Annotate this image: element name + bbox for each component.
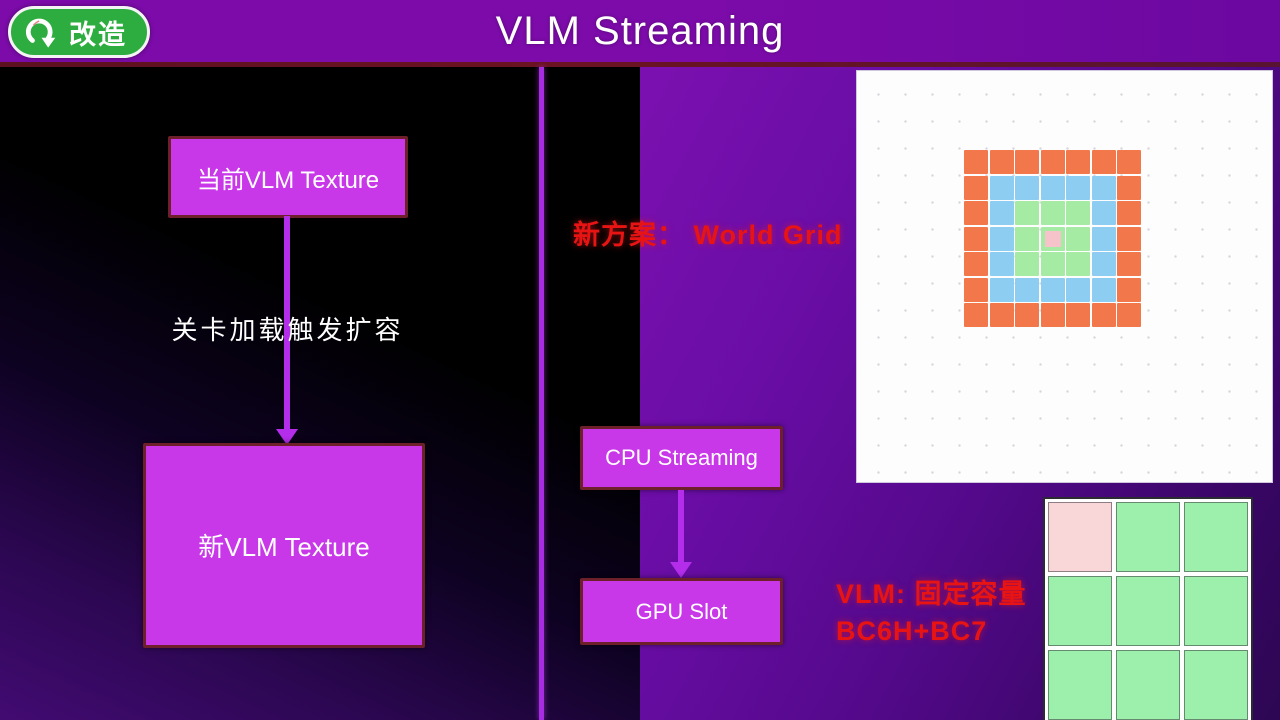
world-grid-cell	[1015, 226, 1039, 251]
down-arrow-middle-head	[670, 562, 692, 578]
world-grid-cell	[1040, 226, 1065, 251]
down-arrow-left-head	[276, 429, 298, 445]
vlm-capacity-cell	[1048, 502, 1112, 572]
world-grid-cell	[989, 201, 1014, 225]
world-grid-cell	[1015, 252, 1039, 276]
down-arrow-left	[284, 216, 290, 431]
world-grid-cell	[989, 226, 1014, 251]
world-grid-cell	[1091, 303, 1116, 327]
world-grid-center-cell	[1044, 230, 1061, 247]
slide-body: 当前VLM Texture 关卡加载触发扩容 新VLM Texture 新方案：…	[0, 67, 1280, 720]
vlm-capacity-cell	[1184, 650, 1248, 720]
world-grid-cell	[1015, 201, 1039, 225]
undo-arrow-icon	[23, 13, 61, 51]
world-grid-cell	[1066, 201, 1090, 225]
refactor-badge-label: 改造	[69, 19, 127, 50]
world-grid-panel	[856, 70, 1273, 483]
world-grid-cell	[1040, 252, 1065, 276]
world-grid-cell	[1066, 150, 1090, 174]
world-grid-cell	[1015, 150, 1039, 174]
world-grid-cell	[1117, 226, 1141, 251]
world-grid-cell	[1066, 252, 1090, 276]
world-grid-cell	[1066, 303, 1090, 327]
world-grid-cell	[1117, 150, 1141, 174]
gpu-slot-label: GPU Slot	[635, 598, 728, 624]
world-grid-cell	[1015, 175, 1039, 200]
new-vlm-texture-box: 新VLM Texture	[143, 443, 425, 648]
world-grid-cell	[989, 150, 1014, 174]
world-grid-cell	[989, 252, 1014, 276]
world-grid-cell	[1091, 252, 1116, 276]
world-grid-cell	[1117, 175, 1141, 200]
world-grid-cell	[989, 277, 1014, 302]
current-vlm-texture-label: 当前VLM Texture	[196, 166, 380, 194]
world-grid-cell	[964, 201, 988, 225]
vlm-capacity-cell	[1048, 576, 1112, 646]
world-grid	[964, 150, 1141, 327]
refactor-badge[interactable]: 改造	[8, 6, 150, 58]
world-grid-cell	[1117, 201, 1141, 225]
world-grid-cell	[1015, 303, 1039, 327]
world-grid-cell	[1015, 277, 1039, 302]
world-grid-cell	[1040, 150, 1065, 174]
vlm-capacity-cell	[1184, 502, 1248, 572]
vlm-capacity-cell	[1048, 650, 1112, 720]
world-grid-cell	[1117, 277, 1141, 302]
gpu-slot-box: GPU Slot	[580, 578, 783, 645]
world-grid-cell	[964, 226, 988, 251]
world-grid-cell	[964, 150, 988, 174]
arrow-label: 关卡加载触发扩容	[171, 315, 404, 345]
cpu-streaming-label: CPU Streaming	[605, 445, 758, 470]
new-scheme-heading: 新方案： World Grid	[573, 220, 843, 250]
vlm-capacity-cell	[1116, 502, 1180, 572]
header-bar: 改造 VLM Streaming	[0, 0, 1280, 62]
new-vlm-texture-label: 新VLM Texture	[198, 532, 370, 562]
world-grid-cell	[964, 303, 988, 327]
world-grid-cell	[1040, 175, 1065, 200]
vlm-capacity-caption: VLM: 固定容量 BC6H+BC7	[836, 576, 1027, 650]
vlm-capacity-caption-line1: VLM: 固定容量	[836, 579, 1027, 609]
page-title: VLM Streaming	[495, 8, 785, 53]
world-grid-cell	[964, 252, 988, 276]
vlm-capacity-grid	[1043, 497, 1253, 720]
world-grid-cell	[1091, 150, 1116, 174]
world-grid-cell	[1117, 303, 1141, 327]
vlm-capacity-cell	[1116, 650, 1180, 720]
world-grid-cell	[964, 277, 988, 302]
world-grid-cell	[1066, 226, 1090, 251]
vlm-capacity-cell	[1184, 576, 1248, 646]
world-grid-cell	[1091, 201, 1116, 225]
header-divider	[0, 62, 1280, 67]
world-grid-cell	[1040, 277, 1065, 302]
world-grid-cell	[1040, 303, 1065, 327]
world-grid-cell	[1066, 277, 1090, 302]
world-grid-cell	[1091, 226, 1116, 251]
vertical-divider	[539, 67, 544, 720]
vlm-capacity-cell	[1116, 576, 1180, 646]
world-grid-cell	[989, 175, 1014, 200]
world-grid-cell	[964, 175, 988, 200]
world-grid-cell	[1091, 277, 1116, 302]
world-grid-cell	[1066, 175, 1090, 200]
current-vlm-texture-box: 当前VLM Texture	[168, 136, 408, 218]
cpu-streaming-box: CPU Streaming	[580, 426, 783, 490]
world-grid-cell	[989, 303, 1014, 327]
world-grid-cell	[1091, 175, 1116, 200]
vlm-capacity-caption-line2: BC6H+BC7	[836, 616, 988, 646]
world-grid-cell	[1117, 252, 1141, 276]
world-grid-cell	[1040, 201, 1065, 225]
down-arrow-middle	[678, 490, 684, 564]
